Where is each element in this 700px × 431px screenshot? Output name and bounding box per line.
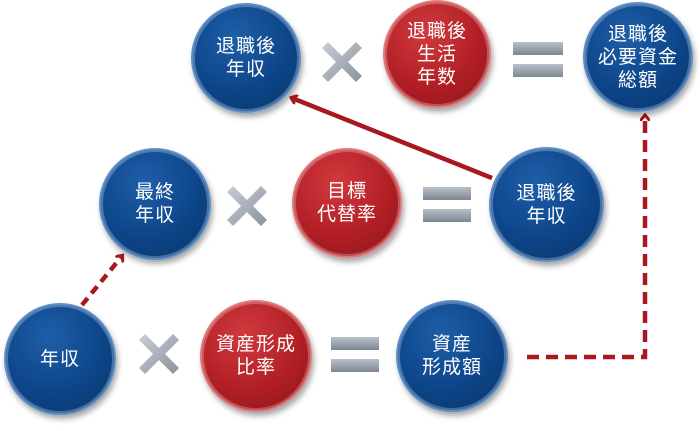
multiply-icon <box>137 332 181 376</box>
node-label-line: 必要資金 <box>597 45 678 68</box>
node-label-line: 総額 <box>617 68 658 91</box>
node-retirement-income-middle: 退職後 年収 <box>489 147 604 262</box>
node-label-line: 代替率 <box>316 203 377 225</box>
arrow-asset-to-total <box>527 116 645 360</box>
node-label-line: 退職後 <box>516 181 577 204</box>
multiply-icon <box>225 184 269 228</box>
multiply-icon <box>320 40 364 84</box>
node-asset-formation-ratio: 資産形成 比率 <box>200 300 312 412</box>
equals-icon <box>423 185 471 225</box>
node-label-line: 生活 <box>416 42 457 65</box>
node-label-line: 目標 <box>326 180 367 202</box>
node-label-line: 退職後 <box>607 22 668 45</box>
node-label-line: 比率 <box>235 356 276 378</box>
node-retirement-income-top: 退職後 年収 <box>191 3 301 113</box>
node-label-line: 年収 <box>225 58 266 80</box>
equals-icon <box>331 335 379 375</box>
node-label-line: 資産 <box>431 333 472 355</box>
node-label-line: 退職後 <box>215 35 276 57</box>
node-target-replacement-rate: 目標 代替率 <box>292 148 402 258</box>
arrow-retirement-income-to-top <box>292 98 493 181</box>
node-label-line: 退職後 <box>406 19 467 42</box>
node-asset-formation-amount: 資産 形成額 <box>396 300 508 412</box>
node-label-line: 資産形成 <box>215 333 296 355</box>
node-annual-income: 年収 <box>4 303 116 415</box>
node-label-line: 最終 <box>134 181 175 203</box>
node-total-retirement-funds: 退職後 必要資金 総額 <box>583 2 693 112</box>
node-label-line: 年数 <box>416 65 457 88</box>
arrow-income-to-final-income <box>80 256 122 307</box>
node-label-line: 年収 <box>134 204 175 226</box>
node-final-income: 最終 年収 <box>99 148 211 260</box>
node-label-line: 年収 <box>39 347 80 370</box>
node-retirement-years: 退職後 生活 年数 <box>383 0 491 108</box>
node-label-line: 形成額 <box>421 356 482 378</box>
node-label-line: 年収 <box>526 204 567 227</box>
equals-icon <box>513 40 563 80</box>
